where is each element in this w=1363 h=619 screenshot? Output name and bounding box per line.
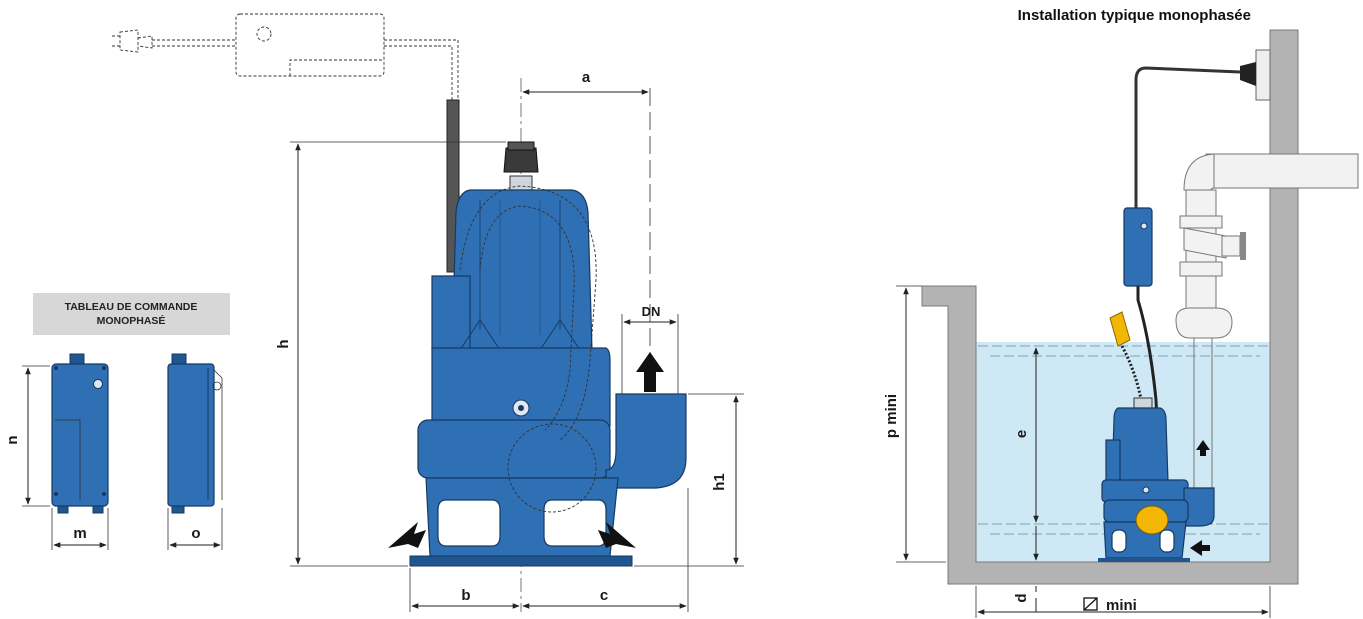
dim-label-dn: DN: [642, 304, 661, 319]
control-panel-badge-line2: MONOPHASÉ: [97, 314, 166, 327]
dim-label-p-mini: p mini: [883, 394, 900, 438]
control-box-side: [167, 353, 223, 514]
sump-walls: [921, 29, 1299, 585]
control-panel-badge: [33, 293, 230, 335]
inflow-arrow-right: [598, 522, 636, 548]
dim-label-h: h: [275, 339, 292, 348]
discharge-pipe-horizontal: [1205, 153, 1359, 189]
intake-opening-left: [437, 499, 501, 547]
installed-pump: [1098, 397, 1215, 562]
check-valve: [1175, 307, 1233, 339]
dim-label-c: c: [600, 587, 608, 604]
dim-label-d: d: [1013, 593, 1030, 602]
pump-drawing: a h h1 DN b c: [112, 13, 744, 612]
dim-label-o: o: [191, 525, 200, 542]
dashed-plug-and-box: [112, 13, 459, 100]
installation-drawing: Installation typique monophasée: [883, 7, 1359, 618]
dim-label-b: b: [461, 587, 470, 604]
pump-casing: [417, 419, 611, 479]
float-switch: [1135, 505, 1169, 535]
inflow-arrow-left: [388, 522, 426, 548]
installation-control-box: [1123, 207, 1153, 287]
dim-label-n: n: [4, 435, 21, 444]
dim-label-a: a: [582, 69, 591, 86]
discharge-outlet: [605, 393, 687, 489]
intake-opening-right: [543, 499, 607, 547]
dim-label-mini: mini: [1106, 597, 1137, 614]
control-panel-badge-line1: TABLEAU DE COMMANDE: [65, 301, 198, 313]
dim-label-h1: h1: [711, 473, 728, 491]
motor-housing: [451, 189, 593, 351]
installation-title: Installation typique monophasée: [1018, 7, 1251, 24]
control-box-front: [51, 353, 109, 514]
installation-inflow-arrow: [1190, 540, 1210, 556]
dim-label-e: e: [1013, 430, 1030, 438]
outflow-arrow: [636, 352, 664, 392]
control-panel-group: TABLEAU DE COMMANDE MONOPHASÉ n: [4, 293, 230, 550]
diameter-symbol: [1083, 597, 1098, 611]
dim-label-m: m: [73, 525, 86, 542]
